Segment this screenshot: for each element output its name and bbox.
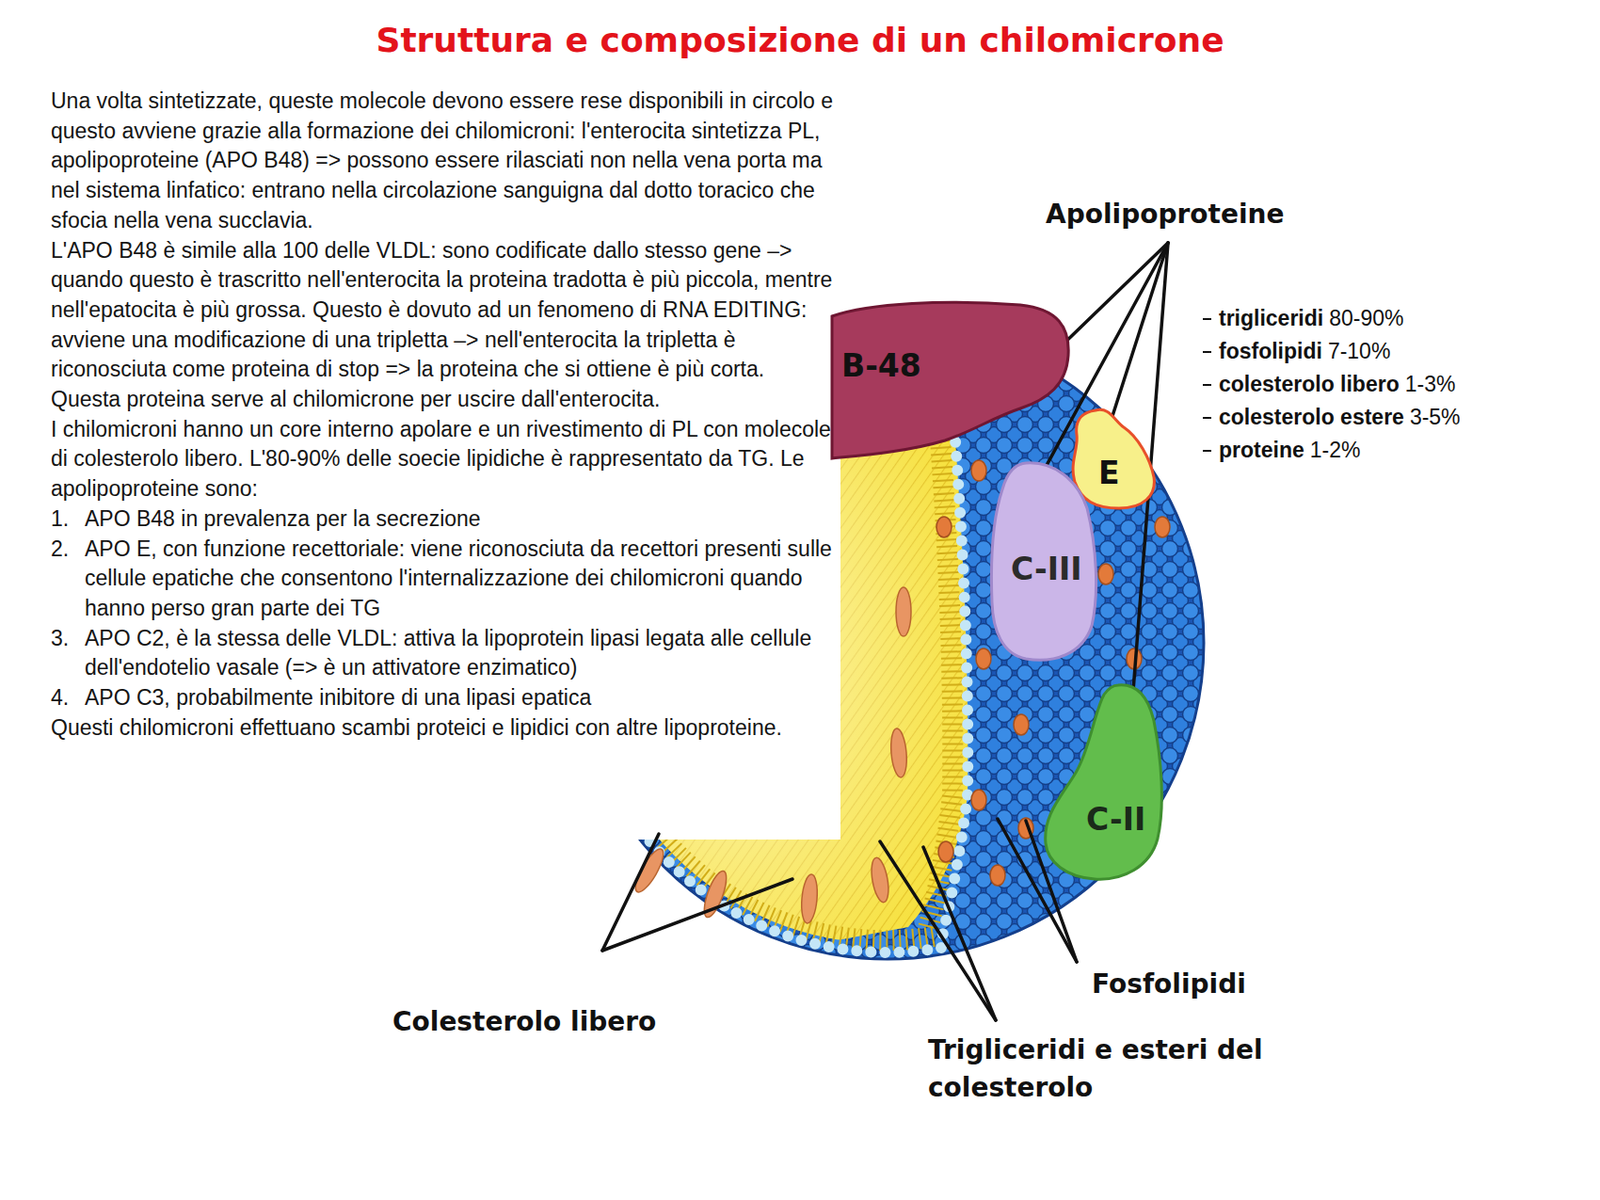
composition-row: proteine1-2% bbox=[1201, 435, 1360, 464]
component-percent: 3-5% bbox=[1409, 402, 1461, 432]
protein-label: B-48 bbox=[841, 348, 922, 384]
list-text: APO C3, probabilmente inibitore di una l… bbox=[84, 683, 837, 714]
list-number: 4. bbox=[50, 683, 85, 714]
protein-label: C-II bbox=[1086, 801, 1146, 838]
list-number: 1. bbox=[50, 504, 85, 535]
composition-row: colesterolo libero1-3% bbox=[1201, 369, 1456, 399]
bullet-dash bbox=[1201, 444, 1214, 456]
list-text: APO C2, è la stessa delle VLDL: attiva l… bbox=[84, 624, 837, 684]
text-block: Una volta sintetizzate, queste molecole … bbox=[50, 86, 837, 743]
list-text: APO B48 in prevalenza per la secrezione bbox=[84, 504, 837, 535]
body-paragraph: Questi chilomicroni effettuano scambi pr… bbox=[50, 713, 837, 744]
composition-row: fosfolipidi7-10% bbox=[1201, 336, 1391, 366]
diagram-title: Struttura e composizione di un chilomicr… bbox=[0, 20, 1600, 60]
component-name: colesterolo estere bbox=[1218, 402, 1405, 432]
blob-shape bbox=[1042, 683, 1168, 883]
component-name: trigliceridi bbox=[1218, 304, 1324, 333]
list-item: 4.APO C3, probabilmente inibitore di una… bbox=[50, 683, 837, 714]
bullet-dash bbox=[1201, 312, 1214, 324]
apolipoprotein-c3: C-III bbox=[988, 461, 1100, 667]
callout-label: Apolipoproteine bbox=[1045, 195, 1284, 234]
list-item: 2.APO E, con funzione recettoriale: vien… bbox=[50, 534, 837, 624]
body-paragraph: Una volta sintetizzate, queste molecole … bbox=[50, 86, 837, 237]
component-name: proteine bbox=[1218, 435, 1305, 464]
list-number: 2. bbox=[50, 534, 85, 624]
component-percent: 1-2% bbox=[1310, 435, 1361, 464]
apolipoprotein-c2: C-II bbox=[1042, 683, 1168, 883]
list-number: 3. bbox=[50, 624, 85, 684]
protein-label: E bbox=[1098, 455, 1120, 492]
bullet-dash bbox=[1201, 411, 1214, 423]
callout-label: Trigliceridi e esteri del colesterolo bbox=[928, 1031, 1305, 1107]
component-percent: 80-90% bbox=[1328, 304, 1404, 333]
component-name: colesterolo libero bbox=[1218, 369, 1400, 399]
body-paragraph: I chilomicroni hanno un core interno apo… bbox=[50, 415, 837, 505]
callout-label: Fosfolipidi bbox=[1091, 965, 1247, 1004]
list-text: APO E, con funzione recettoriale: viene … bbox=[84, 534, 837, 624]
bullet-dash bbox=[1201, 378, 1214, 390]
component-name: fosfolipidi bbox=[1218, 336, 1323, 366]
apolipoprotein-b48: B-48 bbox=[832, 299, 1072, 460]
body-paragraph: L'APO B48 è simile alla 100 delle VLDL: … bbox=[50, 236, 837, 416]
bullet-dash bbox=[1201, 345, 1214, 357]
protein-label: C-III bbox=[1010, 551, 1083, 588]
list-item: 1.APO B48 in prevalenza per la secrezion… bbox=[50, 504, 837, 535]
composition-row: colesterolo estere3-5% bbox=[1201, 402, 1461, 432]
list-item: 3.APO C2, è la stessa delle VLDL: attiva… bbox=[50, 624, 837, 684]
callout-label: Colesterolo libero bbox=[392, 1003, 656, 1041]
component-percent: 7-10% bbox=[1328, 336, 1391, 366]
composition-row: trigliceridi80-90% bbox=[1201, 304, 1404, 333]
component-percent: 1-3% bbox=[1405, 369, 1456, 399]
